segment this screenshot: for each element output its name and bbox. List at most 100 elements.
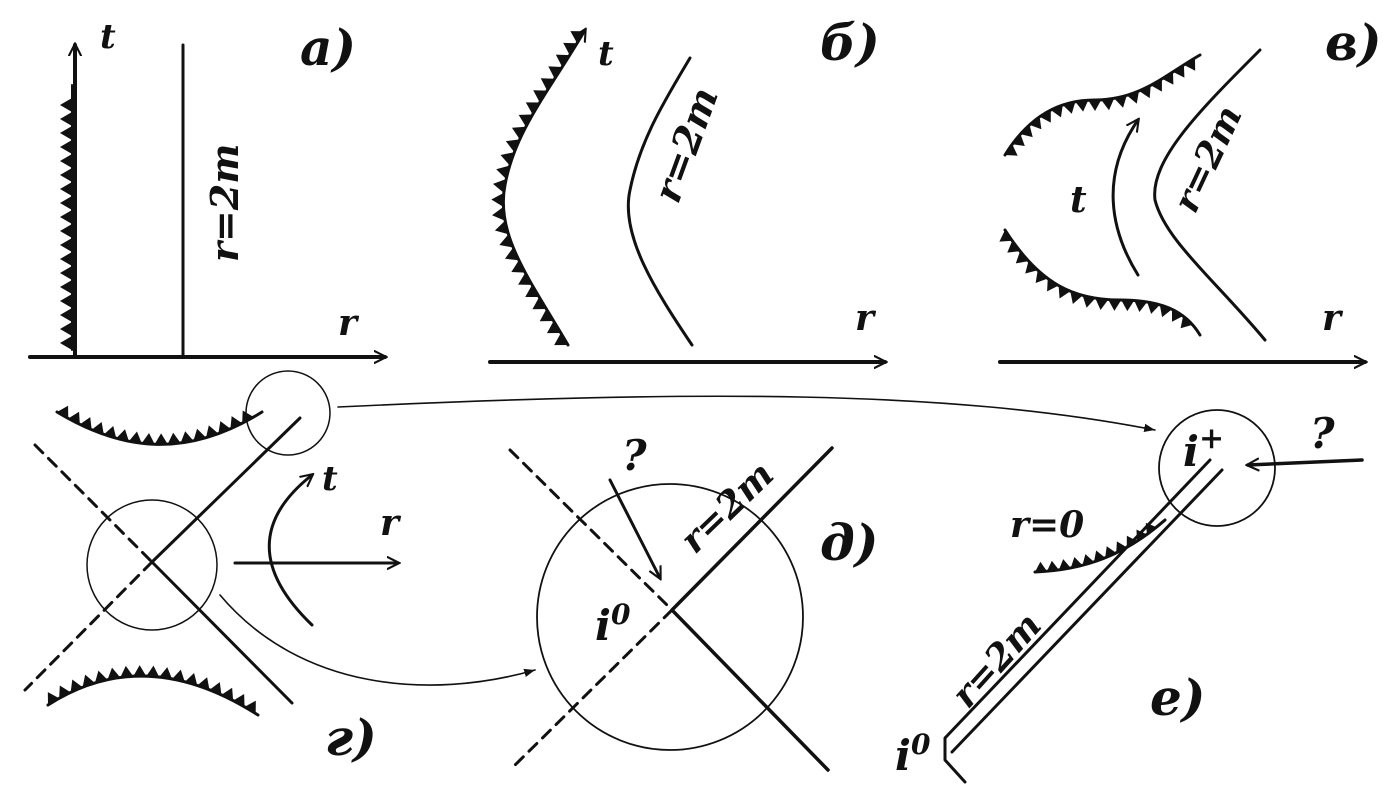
singularity-tooth [1020, 124, 1033, 138]
singularity-tooth [539, 308, 554, 322]
singularity-tooth [193, 428, 207, 441]
r-label: r [1322, 297, 1344, 339]
singularity-tooth [141, 432, 155, 445]
singularity-tooth [1172, 64, 1185, 78]
singularity-tooth [60, 294, 73, 308]
dashed-horizon-lower [23, 560, 154, 692]
singularity-tooth [511, 126, 526, 140]
question-mark: ? [622, 431, 647, 480]
singularity-tooth [504, 247, 519, 261]
singularity-tooth [197, 677, 210, 690]
singularity-tooth [221, 687, 234, 701]
singularity-hatching [47, 31, 1196, 714]
singularity-tooth [60, 252, 73, 266]
singularity-tooth [60, 210, 73, 224]
singularity-tooth [1134, 300, 1148, 312]
singularity-tooth [1114, 95, 1127, 108]
singularity-tooth [1183, 57, 1196, 71]
singularity-tooth [1082, 295, 1096, 308]
singularity-tooth [1075, 100, 1089, 112]
singularity-tooth [60, 154, 72, 168]
connector-arrow-to-e [337, 395, 1156, 433]
singularity-tooth [60, 126, 72, 140]
panel-label-a: а) [300, 18, 356, 77]
singularity-tooth [1007, 240, 1021, 253]
horizon-future [150, 416, 302, 564]
singularity-tooth [1108, 299, 1122, 311]
singularity-tooth [172, 669, 185, 682]
singularity-tooth [159, 667, 173, 680]
singularity-tooth [60, 168, 73, 182]
singularity-tooth [59, 685, 71, 699]
horizon-label: r=2m [202, 143, 247, 262]
dashed-horizon-upper [508, 448, 674, 612]
singularity-tooth [1161, 71, 1174, 85]
singularity-tooth [244, 700, 256, 714]
panel-label-g: г) [325, 708, 377, 767]
singularity-tooth [154, 433, 168, 445]
singularity-tooth [554, 332, 568, 346]
i-plus-label: i+ [1183, 421, 1224, 476]
singularity-tooth [1062, 101, 1076, 114]
singularity-tooth [57, 405, 69, 419]
singularity-tooth [500, 152, 515, 166]
i-zero-label: i0 [895, 728, 931, 780]
singularity-tooth [1088, 99, 1102, 111]
horizon-line-outer [943, 458, 1212, 784]
horizon-label: r=2m [672, 453, 782, 561]
singularity-tooth [1126, 90, 1140, 104]
singularity-tooth [1070, 291, 1083, 304]
singularity-tooth [60, 112, 72, 126]
singularity-tooth [60, 140, 72, 154]
singularity-tooth [505, 139, 520, 153]
horizon-label: r=2m [644, 81, 727, 208]
singularity-tooth [1058, 559, 1071, 570]
singularity-tooth [1035, 270, 1048, 283]
singularity-tooth [242, 410, 254, 424]
singularity-tooth [206, 425, 219, 438]
singularity-tooth [60, 266, 73, 280]
t-direction-arrow [267, 475, 312, 627]
singularity-tooth [116, 429, 129, 442]
singularity-tooth [60, 98, 72, 112]
singularity-tooth [209, 682, 222, 695]
question-mark: ? [1310, 409, 1335, 458]
singularity-tooth [1029, 116, 1042, 130]
singularity-tooth [1047, 278, 1059, 292]
singularity-tooth [518, 114, 533, 127]
singularity-tooth [1025, 261, 1038, 274]
bifurcation-circle [86, 499, 218, 631]
r-label: r [855, 297, 877, 339]
time-direction-arrow [1111, 120, 1138, 277]
horizon-label: r=2m [943, 604, 1049, 716]
t-axis-singularity-curve [501, 30, 585, 347]
singularity-tooth [233, 693, 245, 707]
horizon-line-inner [950, 468, 1224, 754]
singularity-tooth [1145, 522, 1157, 535]
singularity-tooth [525, 284, 540, 298]
connector-arrow-to-d [219, 594, 536, 686]
singularity-tooth [1050, 104, 1063, 118]
singularity-tooth [540, 78, 555, 91]
singularity-tooth [60, 238, 73, 252]
singularity-tooth [91, 421, 104, 435]
singularity-tooth [120, 665, 134, 678]
singularity-tooth [518, 272, 533, 285]
singularity-upper [55, 410, 264, 446]
singularity-tooth [60, 182, 73, 196]
singularity-tooth [492, 206, 506, 221]
singularity-tooth [555, 54, 570, 67]
panel-e: ? i+ r=0 r=2m i0 е) [895, 409, 1364, 784]
t-label: t [1070, 179, 1087, 221]
singularity-tooth [180, 431, 194, 444]
singularity-tooth [1095, 298, 1109, 310]
question-arrow [608, 478, 660, 578]
r-label: r [338, 302, 360, 344]
singularity-tooth [1136, 529, 1147, 542]
singularity-tooth [494, 220, 509, 235]
panel-label-d: д) [820, 513, 878, 572]
singularity-tooth [563, 42, 578, 56]
singularity-upper [1003, 53, 1202, 157]
singularity-tooth [60, 280, 73, 294]
panel-label-b: б) [820, 13, 880, 72]
